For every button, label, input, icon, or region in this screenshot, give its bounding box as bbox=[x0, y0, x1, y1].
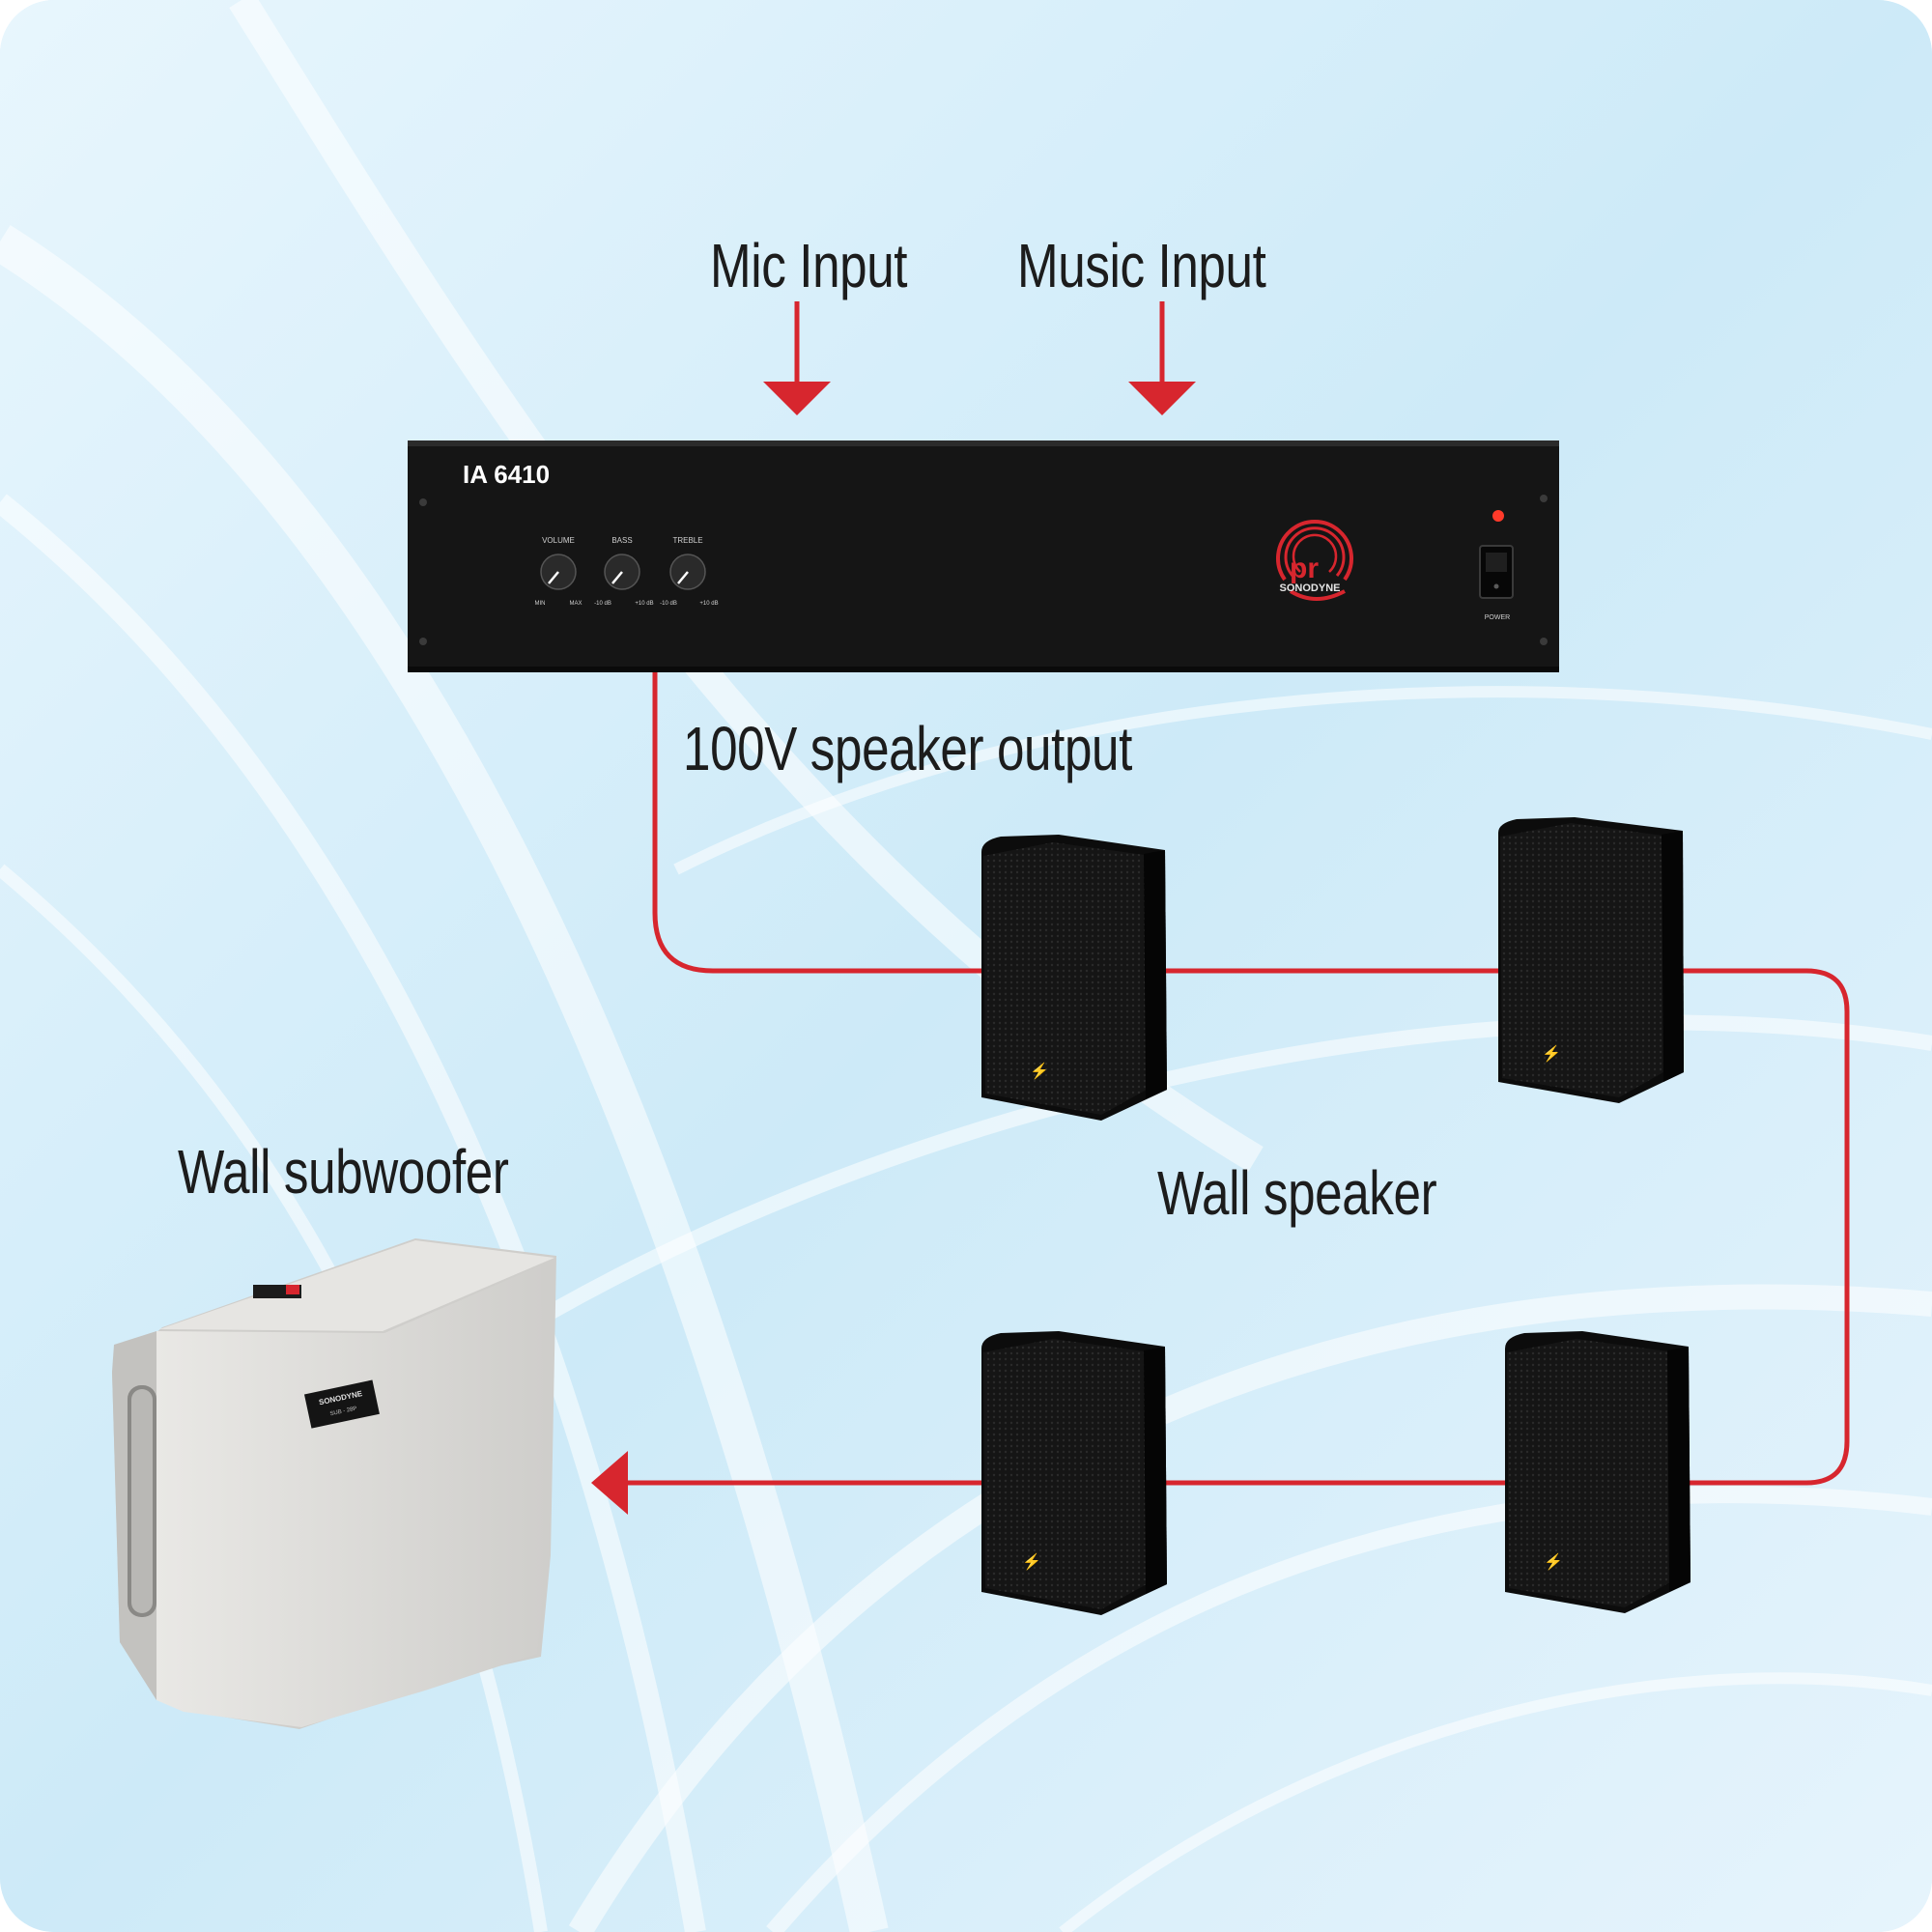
treble-min-label: -10 dB bbox=[660, 601, 677, 607]
treble-knob-label: TREBLE bbox=[672, 536, 702, 545]
music-input-arrow bbox=[1128, 301, 1196, 415]
speaker-output-label: 100V speaker output bbox=[683, 714, 1132, 783]
wall-speaker-label: Wall speaker bbox=[1157, 1158, 1437, 1228]
amplifier-ia6410: IA 6410 VOLUME MIN MAX BASS -10 dB +10 d… bbox=[408, 440, 1559, 672]
sonodyne-logo: pr SONODYNE bbox=[1276, 520, 1353, 601]
volume-knob[interactable]: VOLUME MIN MAX bbox=[535, 536, 582, 607]
volume-knob-label: VOLUME bbox=[542, 536, 575, 545]
wall-speaker-top-right: ⚡ bbox=[1498, 817, 1684, 1103]
speaker-wire bbox=[628, 671, 1850, 1486]
bass-knob[interactable]: BASS -10 dB +10 dB bbox=[594, 536, 653, 607]
wall-speaker-bottom-right: ⚡ bbox=[1505, 1331, 1690, 1613]
speaker-logo-icon: ⚡ bbox=[1022, 1552, 1041, 1571]
logo-pr-mark: pr bbox=[1290, 553, 1319, 584]
speaker-logo-icon: ⚡ bbox=[1030, 1062, 1049, 1080]
mic-input-arrow bbox=[763, 301, 831, 415]
music-input-label: Music Input bbox=[1017, 231, 1266, 300]
power-led-icon bbox=[1492, 510, 1504, 522]
bass-knob-label: BASS bbox=[611, 536, 632, 545]
speaker-logo-icon: ⚡ bbox=[1542, 1044, 1561, 1063]
power-label: POWER bbox=[1485, 614, 1510, 621]
bass-min-label: -10 dB bbox=[594, 601, 611, 607]
wall-subwoofer-label: Wall subwoofer bbox=[178, 1137, 509, 1207]
subwoofer-model-label: SUB - 28P bbox=[329, 1406, 357, 1418]
speaker-logo-icon: ⚡ bbox=[1544, 1552, 1563, 1571]
treble-knob[interactable]: TREBLE -10 dB +10 dB bbox=[660, 536, 718, 607]
wall-speaker-bottom-left: ⚡ bbox=[981, 1331, 1167, 1615]
wall-subwoofer: SONODYNE SUB - 28P bbox=[112, 1238, 556, 1729]
wall-speaker-top-left: ⚡ bbox=[981, 835, 1167, 1121]
power-switch[interactable] bbox=[1479, 545, 1514, 599]
amp-model-label: IA 6410 bbox=[463, 460, 550, 489]
volume-min-label: MIN bbox=[535, 601, 546, 607]
subwoofer-feed-arrowhead bbox=[591, 1451, 628, 1515]
treble-max-label: +10 dB bbox=[699, 601, 718, 607]
amp-brand-label: SONODYNE bbox=[1280, 582, 1341, 594]
subwoofer-badge: SONODYNE SUB - 28P bbox=[304, 1379, 380, 1429]
mic-input-label: Mic Input bbox=[710, 231, 908, 300]
volume-max-label: MAX bbox=[569, 601, 582, 607]
bass-max-label: +10 dB bbox=[635, 601, 653, 607]
